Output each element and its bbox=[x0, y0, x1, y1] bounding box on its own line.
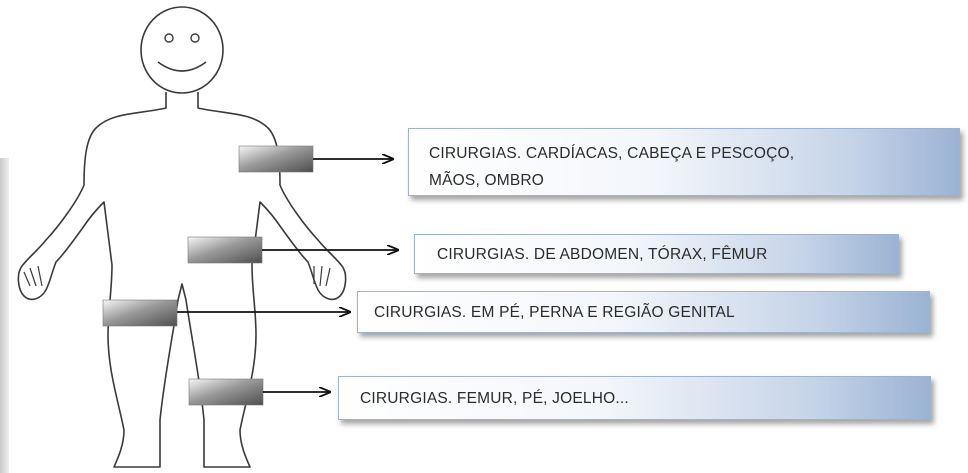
marker-pad-abdomen bbox=[187, 236, 263, 264]
label-4-text: CIRURGIAS. FEMUR, PÉ, JOELHO... bbox=[360, 390, 629, 407]
right-eye-icon bbox=[190, 33, 200, 43]
label-1-line-2: MÃOS, OMBRO bbox=[429, 172, 545, 189]
label-box-knee: CIRURGIAS. FEMUR, PÉ, JOELHO... bbox=[338, 376, 931, 420]
label-1-line-1: CIRURGIAS. CARDÍACAS, CABEÇA E PESCOÇO, bbox=[429, 145, 795, 162]
label-box-abdomen: CIRURGIAS. DE ABDOMEN, TÓRAX, FÊMUR bbox=[414, 234, 899, 274]
label-3-text: CIRURGIAS. EM PÉ, PERNA E REGIÃO GENITAL bbox=[374, 304, 735, 321]
label-2-text: CIRURGIAS. DE ABDOMEN, TÓRAX, FÊMUR bbox=[437, 246, 768, 263]
right-hand-fingers bbox=[313, 265, 331, 287]
edge-bar bbox=[0, 158, 9, 473]
marker-pad-knee bbox=[188, 378, 264, 406]
body-outline bbox=[17, 92, 347, 468]
smile-icon bbox=[157, 61, 207, 72]
head bbox=[140, 6, 224, 94]
label-box-genital: CIRURGIAS. EM PÉ, PERNA E REGIÃO GENITAL bbox=[357, 291, 930, 333]
left-eye-icon bbox=[164, 33, 174, 43]
marker-pad-upper-arm bbox=[238, 145, 314, 173]
marker-pad-thigh bbox=[102, 299, 178, 327]
label-box-upper: CIRURGIAS. CARDÍACAS, CABEÇA E PESCOÇO, … bbox=[408, 128, 960, 196]
left-hand-fingers bbox=[23, 265, 43, 287]
